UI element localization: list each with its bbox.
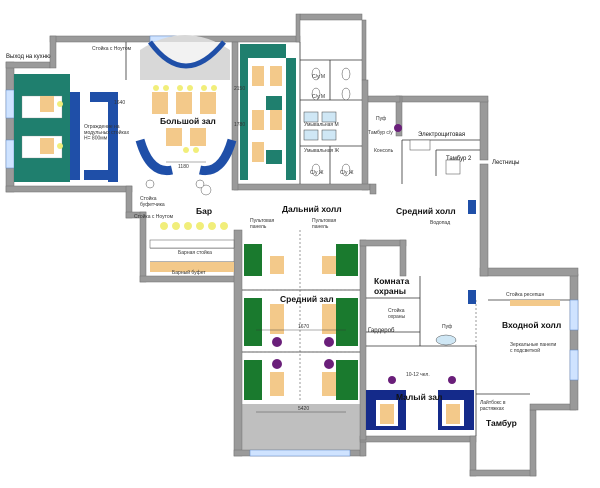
label-line: охраны [388, 314, 406, 320]
label-tambur2: Тамбур 2 [446, 156, 472, 162]
label-line: растяжках [480, 406, 504, 412]
label-capacity: 10-12 чел. [406, 372, 430, 378]
label-umyvalnya-m: Умывальная М [304, 122, 339, 128]
label-line: Стойка [388, 307, 405, 314]
label-su-zh1: С/у Ж [310, 170, 324, 176]
label-barnaya-stoyka: Барная стойка [178, 249, 212, 256]
labels: Выход на кухню Стойка с Ноутом Ограждени… [6, 45, 561, 428]
middle-hall [242, 244, 360, 450]
label-maly-zal: Малый зал [396, 392, 442, 402]
label-bolshoy-zal: Большой зал [160, 116, 216, 126]
label-komnata-ohrany-line: Комната [374, 276, 410, 286]
label-su-zh2: С/у Ж [340, 170, 354, 176]
label-dim-2150: 2150 [234, 86, 245, 92]
right-booth-zone [240, 44, 296, 180]
dimension-lines [166, 161, 346, 413]
label-tambur: Тамбур [486, 418, 517, 428]
columns [145, 179, 205, 189]
label-lestnitsy: Лестницы [492, 160, 519, 166]
label-sredniy-zal: Средний зал [280, 294, 334, 304]
label-line: Зеркальные панели [510, 342, 556, 348]
label-dim-1780: 1780 [234, 122, 245, 128]
label-line: Н= 800мм [84, 136, 108, 142]
label-line: буфетчика [140, 202, 165, 208]
label-garderob: Гардероб [368, 328, 395, 334]
label-line: Пультовая [250, 218, 275, 224]
label-line: панель [250, 224, 267, 230]
label-line: Ограждение на [84, 124, 120, 130]
label-dalniy-holl: Дальний холл [282, 204, 342, 214]
label-puf-1: Пуф [376, 116, 386, 122]
small-hall [366, 124, 474, 430]
dashed-lines [244, 230, 477, 400]
label-line: с подсветкой [510, 347, 540, 354]
label-dim-5420: 5420 [298, 406, 309, 412]
label-tambur-su: Тамбур с/у [368, 130, 393, 136]
label-dim-1640: 1640 [114, 100, 125, 106]
label-puf-2: Пуф [442, 324, 452, 330]
label-stoyka-reception: Стойка ресепшн [506, 291, 544, 298]
label-line: Пультовая [312, 218, 337, 224]
label-dim-1180: 1180 [178, 164, 189, 170]
label-dim-1670: 1670 [298, 324, 309, 330]
label-su-m2: С/у М [312, 94, 325, 100]
label-konsol: Консоль [374, 148, 394, 154]
lobby-furniture [435, 200, 560, 346]
label-kitchen-exit: Выход на кухню [6, 54, 51, 60]
label-bar: Бар [196, 206, 212, 216]
label-hostess-bar: Стойка с Ноутом [134, 213, 174, 220]
label-elektroschitovaya: Электрощитовая [418, 132, 465, 138]
label-sredniy-holl: Средний холл [396, 206, 456, 216]
label-vhodnoy-holl: Входной холл [502, 320, 561, 330]
label-line: панель [312, 224, 329, 230]
label-line: модульных стойках [84, 129, 130, 136]
bar-area [149, 184, 235, 272]
label-hostess-top: Стойка с Ноутом [92, 45, 132, 52]
label-line: Стойка [140, 195, 157, 202]
left-seating-zone [14, 74, 118, 182]
label-kuler: Водопад [430, 220, 450, 226]
bathroom-fixtures [303, 67, 351, 177]
label-su-m1: С/у М [312, 74, 325, 80]
large-hall [135, 35, 237, 176]
label-umyvalnya-zh: Умывальная Ж [304, 148, 340, 154]
label-barny-bufet: Барный буфет [172, 269, 206, 276]
electrical-equipment [409, 139, 461, 175]
label-komnata-ohrany-line: охраны [374, 286, 406, 296]
label-line: Лайтбокс в [480, 399, 506, 406]
